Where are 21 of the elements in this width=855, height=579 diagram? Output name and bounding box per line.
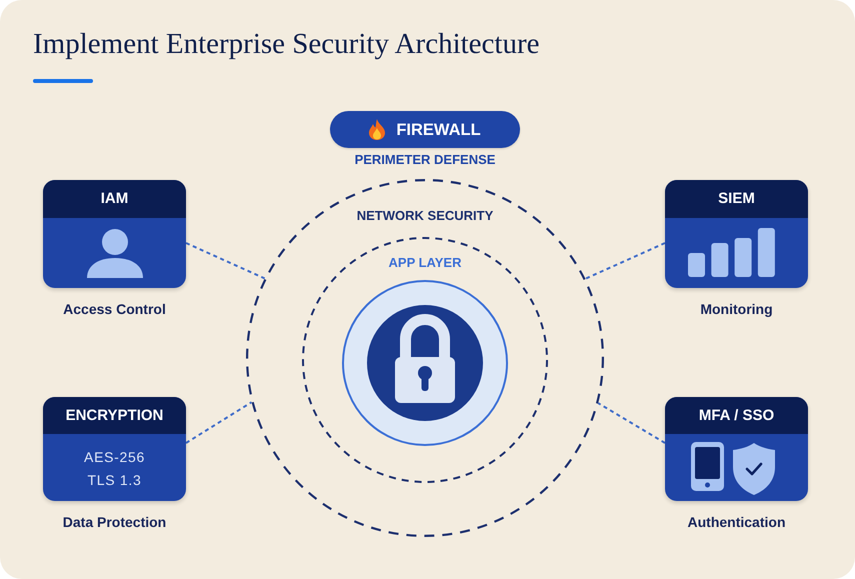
card-title: MFA / SSO [698, 406, 774, 424]
dashed-ring [302, 237, 548, 483]
diagram-title: Implement Enterprise Security Architecture [33, 27, 540, 62]
dashed-ring [246, 179, 604, 537]
card-caption: Authentication [688, 513, 786, 531]
connector-line [598, 402, 666, 444]
card-caption: Access Control [63, 300, 166, 318]
layer-caption: PERIMETER DEFENSE [354, 152, 496, 168]
card-title: SIEM [718, 190, 755, 208]
connector-line [585, 242, 666, 280]
card-title: ENCRYPTION [66, 406, 164, 424]
ring-label: NETWORK SECURITY [356, 208, 494, 224]
connector-line [186, 242, 266, 280]
pill-label: FIREWALL [396, 120, 481, 140]
connector-line [185, 401, 252, 444]
card-caption: Data Protection [62, 513, 166, 531]
card-title: IAM [100, 190, 128, 208]
card-caption: Monitoring [700, 300, 773, 318]
protocol-text: AES-256 [84, 448, 145, 466]
ring-label: APP LAYER [388, 255, 462, 271]
protocol-text: TLS 1.3 [88, 471, 142, 489]
